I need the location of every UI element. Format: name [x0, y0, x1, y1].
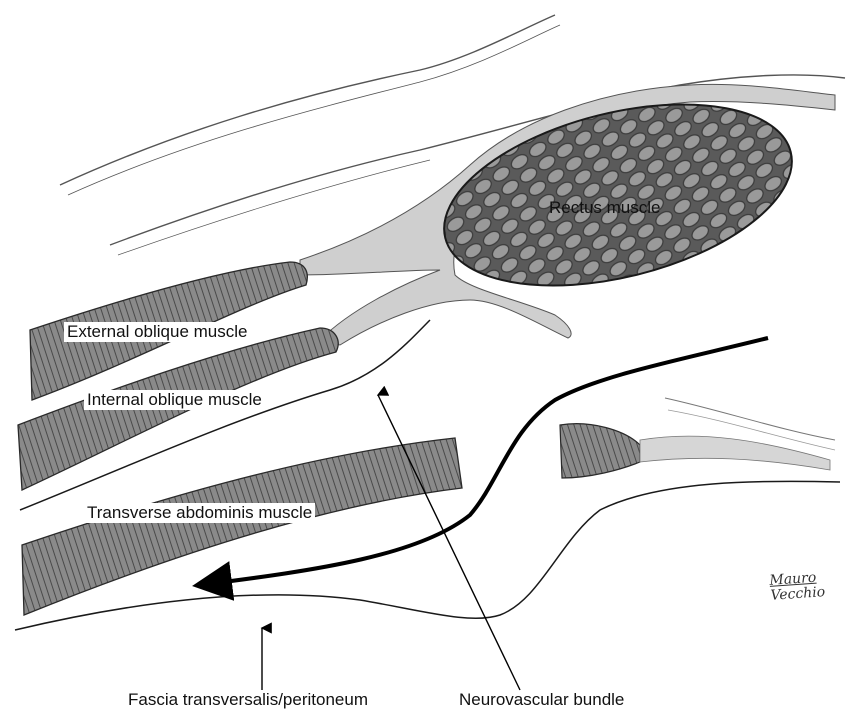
rectus-muscle-label: Rectus muscle — [549, 198, 660, 218]
external-oblique-label: External oblique muscle — [64, 322, 250, 342]
right-muscle-fragment — [560, 398, 835, 478]
neurovascular-label: Neurovascular bundle — [459, 690, 624, 710]
transverse-abdominis-muscle-shape — [22, 438, 462, 615]
internal-oblique-label: Internal oblique muscle — [84, 390, 265, 410]
retraction-arrow — [200, 338, 768, 585]
fascia-label: Fascia transversalis/peritoneum — [128, 690, 368, 710]
artist-signature: Mauro Vecchio — [769, 570, 826, 604]
transverse-abdominis-label: Transverse abdominis muscle — [84, 503, 315, 523]
